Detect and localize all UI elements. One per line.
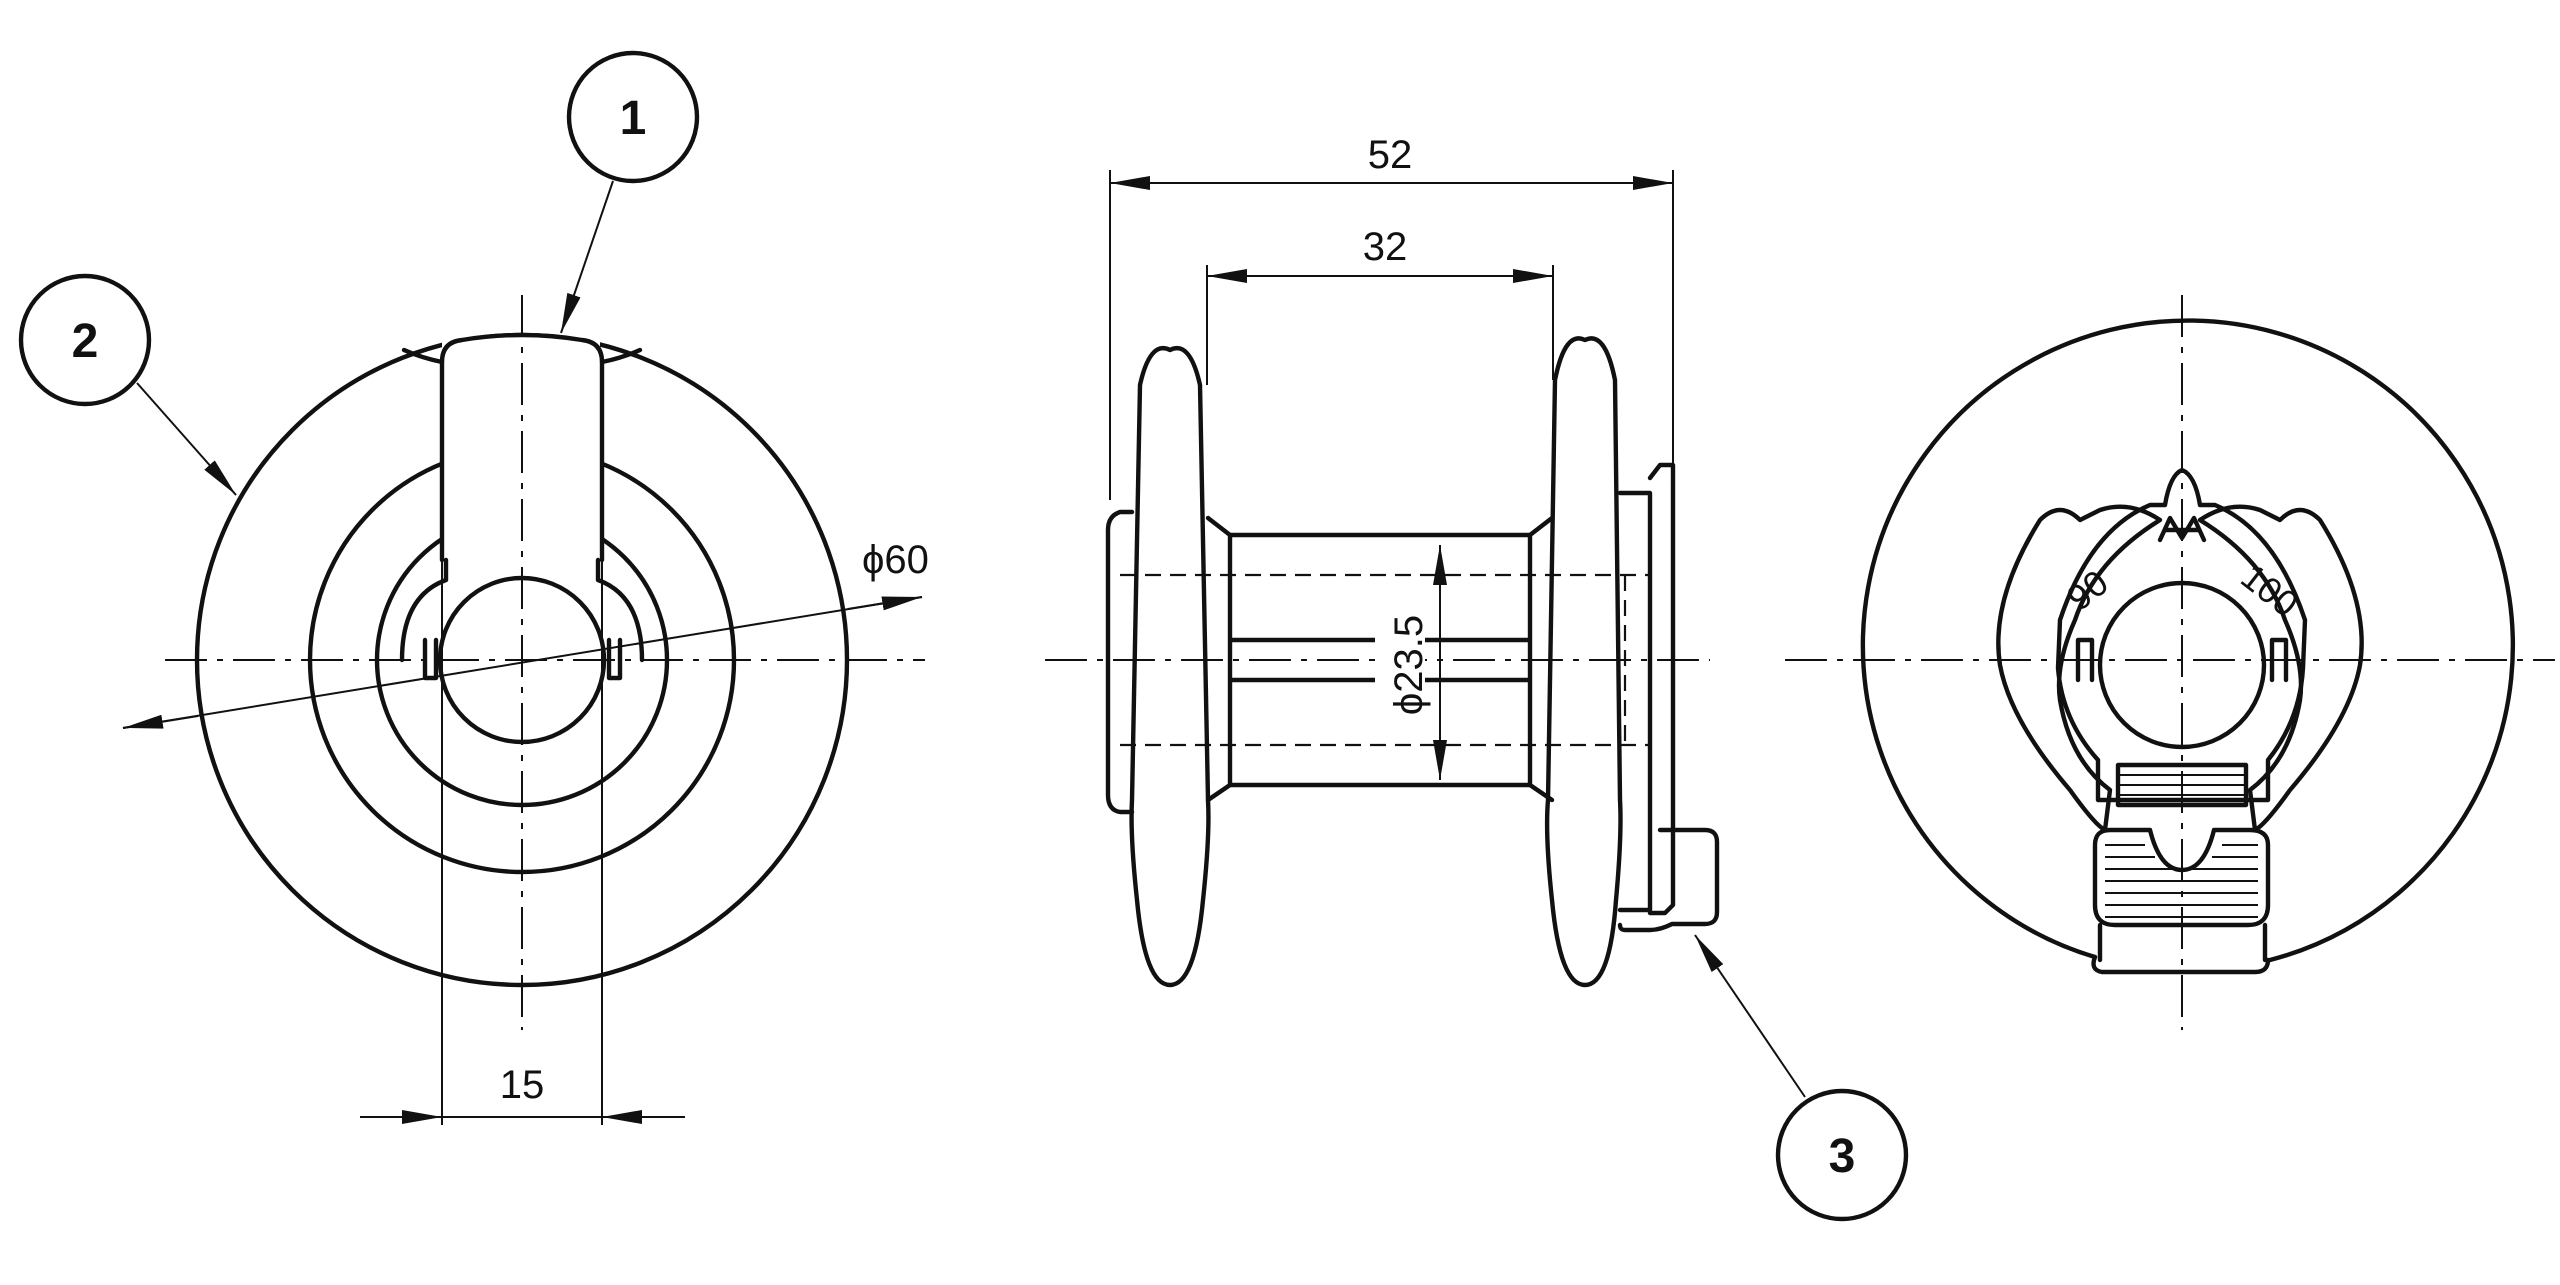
- callout-1-bubble: [566, 50, 700, 184]
- callout-2-leader: [136, 382, 237, 496]
- hub-body: [2055, 467, 2308, 803]
- slot-edge-left: [401, 347, 445, 365]
- front-view: 15 ϕ60: [122, 295, 929, 1125]
- callout-1: 1: [560, 50, 700, 334]
- left-hub: [1105, 509, 1135, 815]
- clip-stem: [2097, 922, 2268, 963]
- callout-3: 3: [1694, 934, 1909, 1222]
- key-shoulders: [399, 557, 645, 663]
- callout-1-leader: [560, 180, 614, 334]
- left-flange: [1129, 346, 1211, 988]
- key-tab-3: [1617, 827, 1720, 933]
- locking-clip: [2092, 827, 2271, 928]
- callout-2-bubble: [18, 273, 152, 407]
- rear-outer-flange: [1860, 318, 2516, 963]
- hub-right-lobe: [2197, 504, 2364, 833]
- diameter-arrow-right: [847, 596, 923, 611]
- diameter-dim-line: [122, 596, 923, 729]
- core-diameter-label: ϕ23.5: [1387, 615, 1431, 715]
- callout-2-label: 2: [72, 315, 99, 368]
- callout-3-leader: [1694, 934, 1806, 1098]
- callout-3-label: 3: [1829, 1130, 1856, 1183]
- rear-bottom-opening: [2091, 954, 2271, 975]
- inner-width-label: 32: [1363, 225, 1408, 269]
- side-view: ϕ23.5 52 32: [1045, 133, 1720, 988]
- rear-view: 90 100: [1785, 295, 2555, 1030]
- key-tab-inner: [1647, 827, 1676, 916]
- hub-left-lobe: [1996, 504, 2163, 833]
- dial-mark-left: 90: [2059, 562, 2116, 619]
- right-hub-plate: [1617, 490, 1653, 913]
- outer-diameter-label: ϕ60: [862, 538, 929, 582]
- right-flange: [1544, 336, 1623, 988]
- callout-2: 2: [18, 273, 237, 496]
- diameter-arrow-left: [122, 714, 199, 729]
- right-stem: [1647, 462, 1676, 833]
- core-chamfers: [1205, 515, 1555, 803]
- slot-width-label: 15: [500, 1063, 545, 1107]
- core-diameter-label-bg: [1375, 600, 1425, 730]
- callout-1-label: 1: [620, 92, 647, 145]
- slot-edge-right: [599, 347, 643, 365]
- callout-3-bubble: [1775, 1088, 1909, 1222]
- overall-width-label: 52: [1368, 133, 1413, 177]
